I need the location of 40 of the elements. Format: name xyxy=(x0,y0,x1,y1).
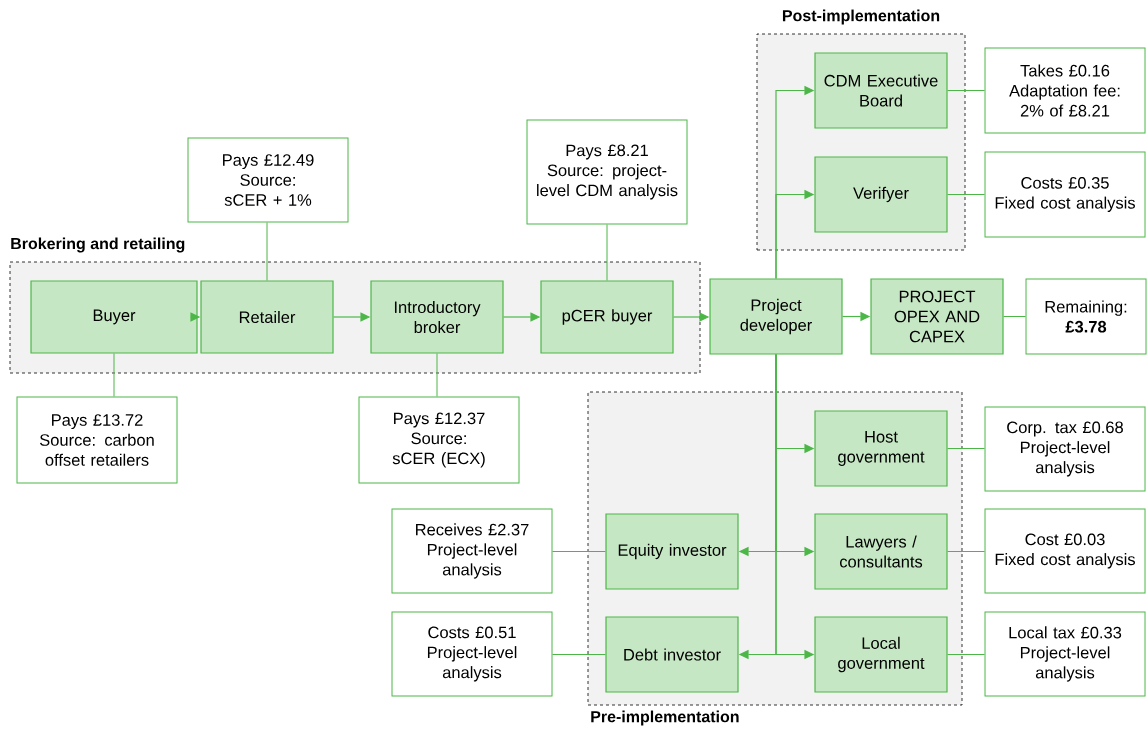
note-box: Pays £13.72 Source: carbon offset retailers xyxy=(16,396,178,484)
process-box: Local government xyxy=(814,616,948,693)
process-box: Introductory broker xyxy=(370,280,504,354)
node-label: Brokering and retailing xyxy=(11,237,185,253)
connector-line xyxy=(947,194,985,195)
connector-line xyxy=(947,654,985,655)
process-box: Lawyers / consultants xyxy=(814,513,948,590)
process-box: CDM Executive Board xyxy=(814,52,948,129)
connector-line xyxy=(113,353,115,397)
connector-line xyxy=(606,224,608,281)
connector-line xyxy=(947,551,985,552)
process-box: Debt investor xyxy=(605,616,739,693)
process-box: PROJECT OPEX AND CAPEX xyxy=(870,278,1004,355)
note-box: Remaining: £3.78 xyxy=(1025,278,1147,355)
note-box: Takes £0.16 Adaptation fee: 2% of £8.21 xyxy=(984,47,1146,134)
connector-line xyxy=(947,448,985,449)
note-box: Pays £8.21 Source: project-level CDM analysis xyxy=(526,119,688,225)
process-box: Host government xyxy=(814,410,948,487)
process-box: Retailer xyxy=(200,280,334,354)
connector-line xyxy=(552,551,606,552)
process-box: Project developer xyxy=(709,278,843,355)
connector-line xyxy=(436,353,438,397)
process-box: pCER buyer xyxy=(540,280,674,354)
note-box: Pays £12.49 Source: sCER + 1% xyxy=(187,137,349,223)
note-box: Costs £0.51 Project-level analysis xyxy=(391,611,553,697)
process-box: Buyer xyxy=(30,280,198,354)
note-box: Costs £0.35 Fixed cost analysis xyxy=(984,151,1146,238)
note-box: Receives £2.37 Project-level analysis xyxy=(391,508,553,594)
connector-line xyxy=(947,90,985,91)
node-label: Pre-implementation xyxy=(591,710,739,726)
note-box: Pays £12.37 Source: sCER (ECX) xyxy=(358,396,520,484)
node-label: Post-implementation xyxy=(782,9,940,25)
connector-line xyxy=(1003,316,1026,317)
note-box: Cost £0.03 Fixed cost analysis xyxy=(984,508,1146,594)
note-box: Corp. tax £0.68 Project-level analysis xyxy=(984,406,1146,492)
connector-line xyxy=(266,222,268,281)
connector-line xyxy=(552,654,606,655)
process-box: Equity investor xyxy=(605,513,739,590)
note-box: Local tax £0.33 Project-level analysis xyxy=(984,611,1146,697)
process-box: Verifyer xyxy=(814,156,948,233)
